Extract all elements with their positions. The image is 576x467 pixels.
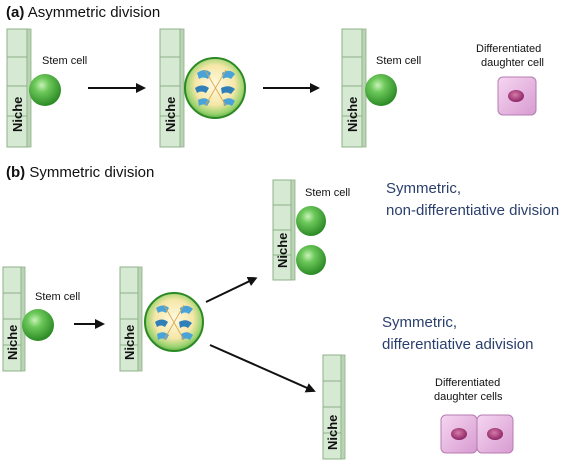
niche-column: Niche — [6, 28, 32, 148]
stem-cell — [365, 74, 397, 106]
niche-label: Niche — [122, 325, 137, 360]
differentiated-label: Differentiated daughter cells — [434, 377, 503, 403]
differentiated-cell — [476, 414, 514, 454]
stem-cell-label: Stem cell — [376, 55, 421, 67]
outcome-1-label: Symmetric, non-differentiative division — [386, 180, 559, 219]
stem-cell-label: Stem cell — [35, 291, 80, 303]
stem-cell — [22, 309, 54, 341]
niche-column: Niche — [341, 28, 367, 148]
stem-cell — [296, 206, 326, 236]
differentiated-cell — [497, 76, 537, 116]
niche-label: Niche — [345, 97, 360, 132]
stem-cell — [29, 74, 61, 106]
niche-label: Niche — [5, 325, 20, 360]
dividing-stem-cell — [144, 292, 204, 352]
panel-a-title: (a) Asymmetric division — [6, 4, 160, 21]
niche-label: Niche — [275, 233, 290, 268]
outcome-2-label: Symmetric, differentiative adivision — [382, 314, 533, 353]
stem-cell — [296, 245, 326, 275]
niche-column: Niche — [272, 179, 296, 281]
differentiated-cell — [440, 414, 478, 454]
differentiated-label: Differentiated daughter cell — [476, 43, 544, 69]
niche-label: Niche — [10, 97, 25, 132]
stem-cell-label: Stem cell — [42, 55, 87, 67]
niche-column: Niche — [2, 266, 26, 372]
panel-b-title: (b) Symmetric division — [6, 164, 154, 181]
stem-cell-label: Stem cell — [305, 187, 350, 199]
arrow — [205, 276, 258, 303]
niche-column: Niche — [159, 28, 185, 148]
niche-column: Niche — [322, 354, 346, 460]
niche-label: Niche — [163, 97, 178, 132]
niche-column: Niche — [119, 266, 143, 372]
arrow — [209, 344, 316, 393]
niche-label: Niche — [325, 415, 340, 450]
dividing-stem-cell — [184, 57, 246, 119]
